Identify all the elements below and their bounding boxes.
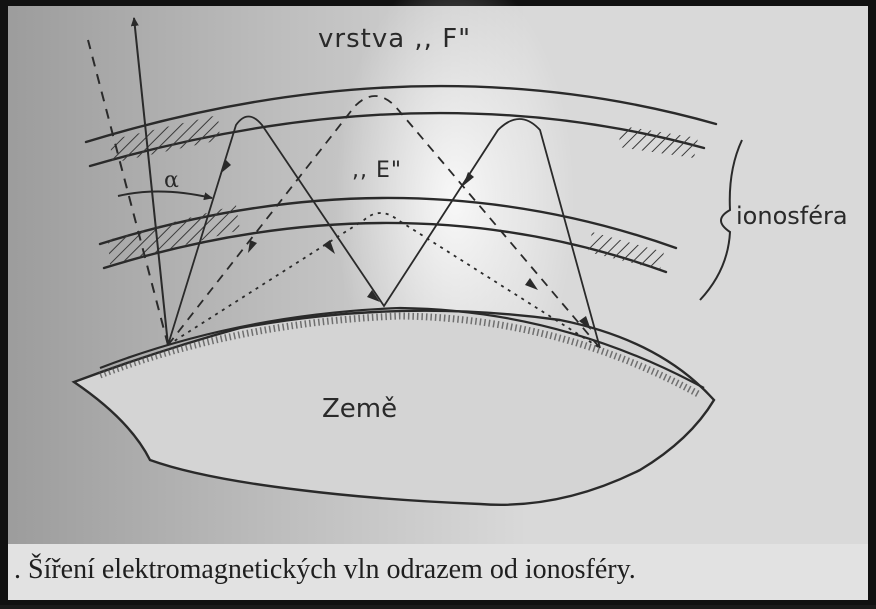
f-layer-label: vrstva ,, F": [318, 24, 472, 54]
earth-surface-texture: [98, 312, 702, 399]
ray-solid-double-hop: [167, 115, 601, 349]
earth-shape: [71, 309, 716, 506]
angle-arc: [117, 190, 213, 201]
earth-label: Země: [322, 394, 398, 424]
ionosphere-brace: [699, 139, 743, 301]
angle-alpha-label: α: [164, 168, 179, 193]
f-layer-hatch-right: [618, 126, 698, 158]
caption-strip: [8, 544, 868, 600]
ionosphere-label: ionosféra: [736, 202, 848, 230]
vertical-axis-line: [130, 17, 169, 346]
f-layer-hatch-left: [110, 115, 220, 163]
figure-caption: . Šíření elektromagnetických vln odrazem…: [14, 554, 636, 585]
f-layer-top-line: [84, 84, 718, 144]
e-layer-label: ,, E": [352, 158, 402, 183]
ray-dotted-e-layer: [167, 212, 601, 349]
ray-dashed-f-layer: [167, 95, 601, 349]
e-layer-hatch-right: [588, 232, 664, 270]
